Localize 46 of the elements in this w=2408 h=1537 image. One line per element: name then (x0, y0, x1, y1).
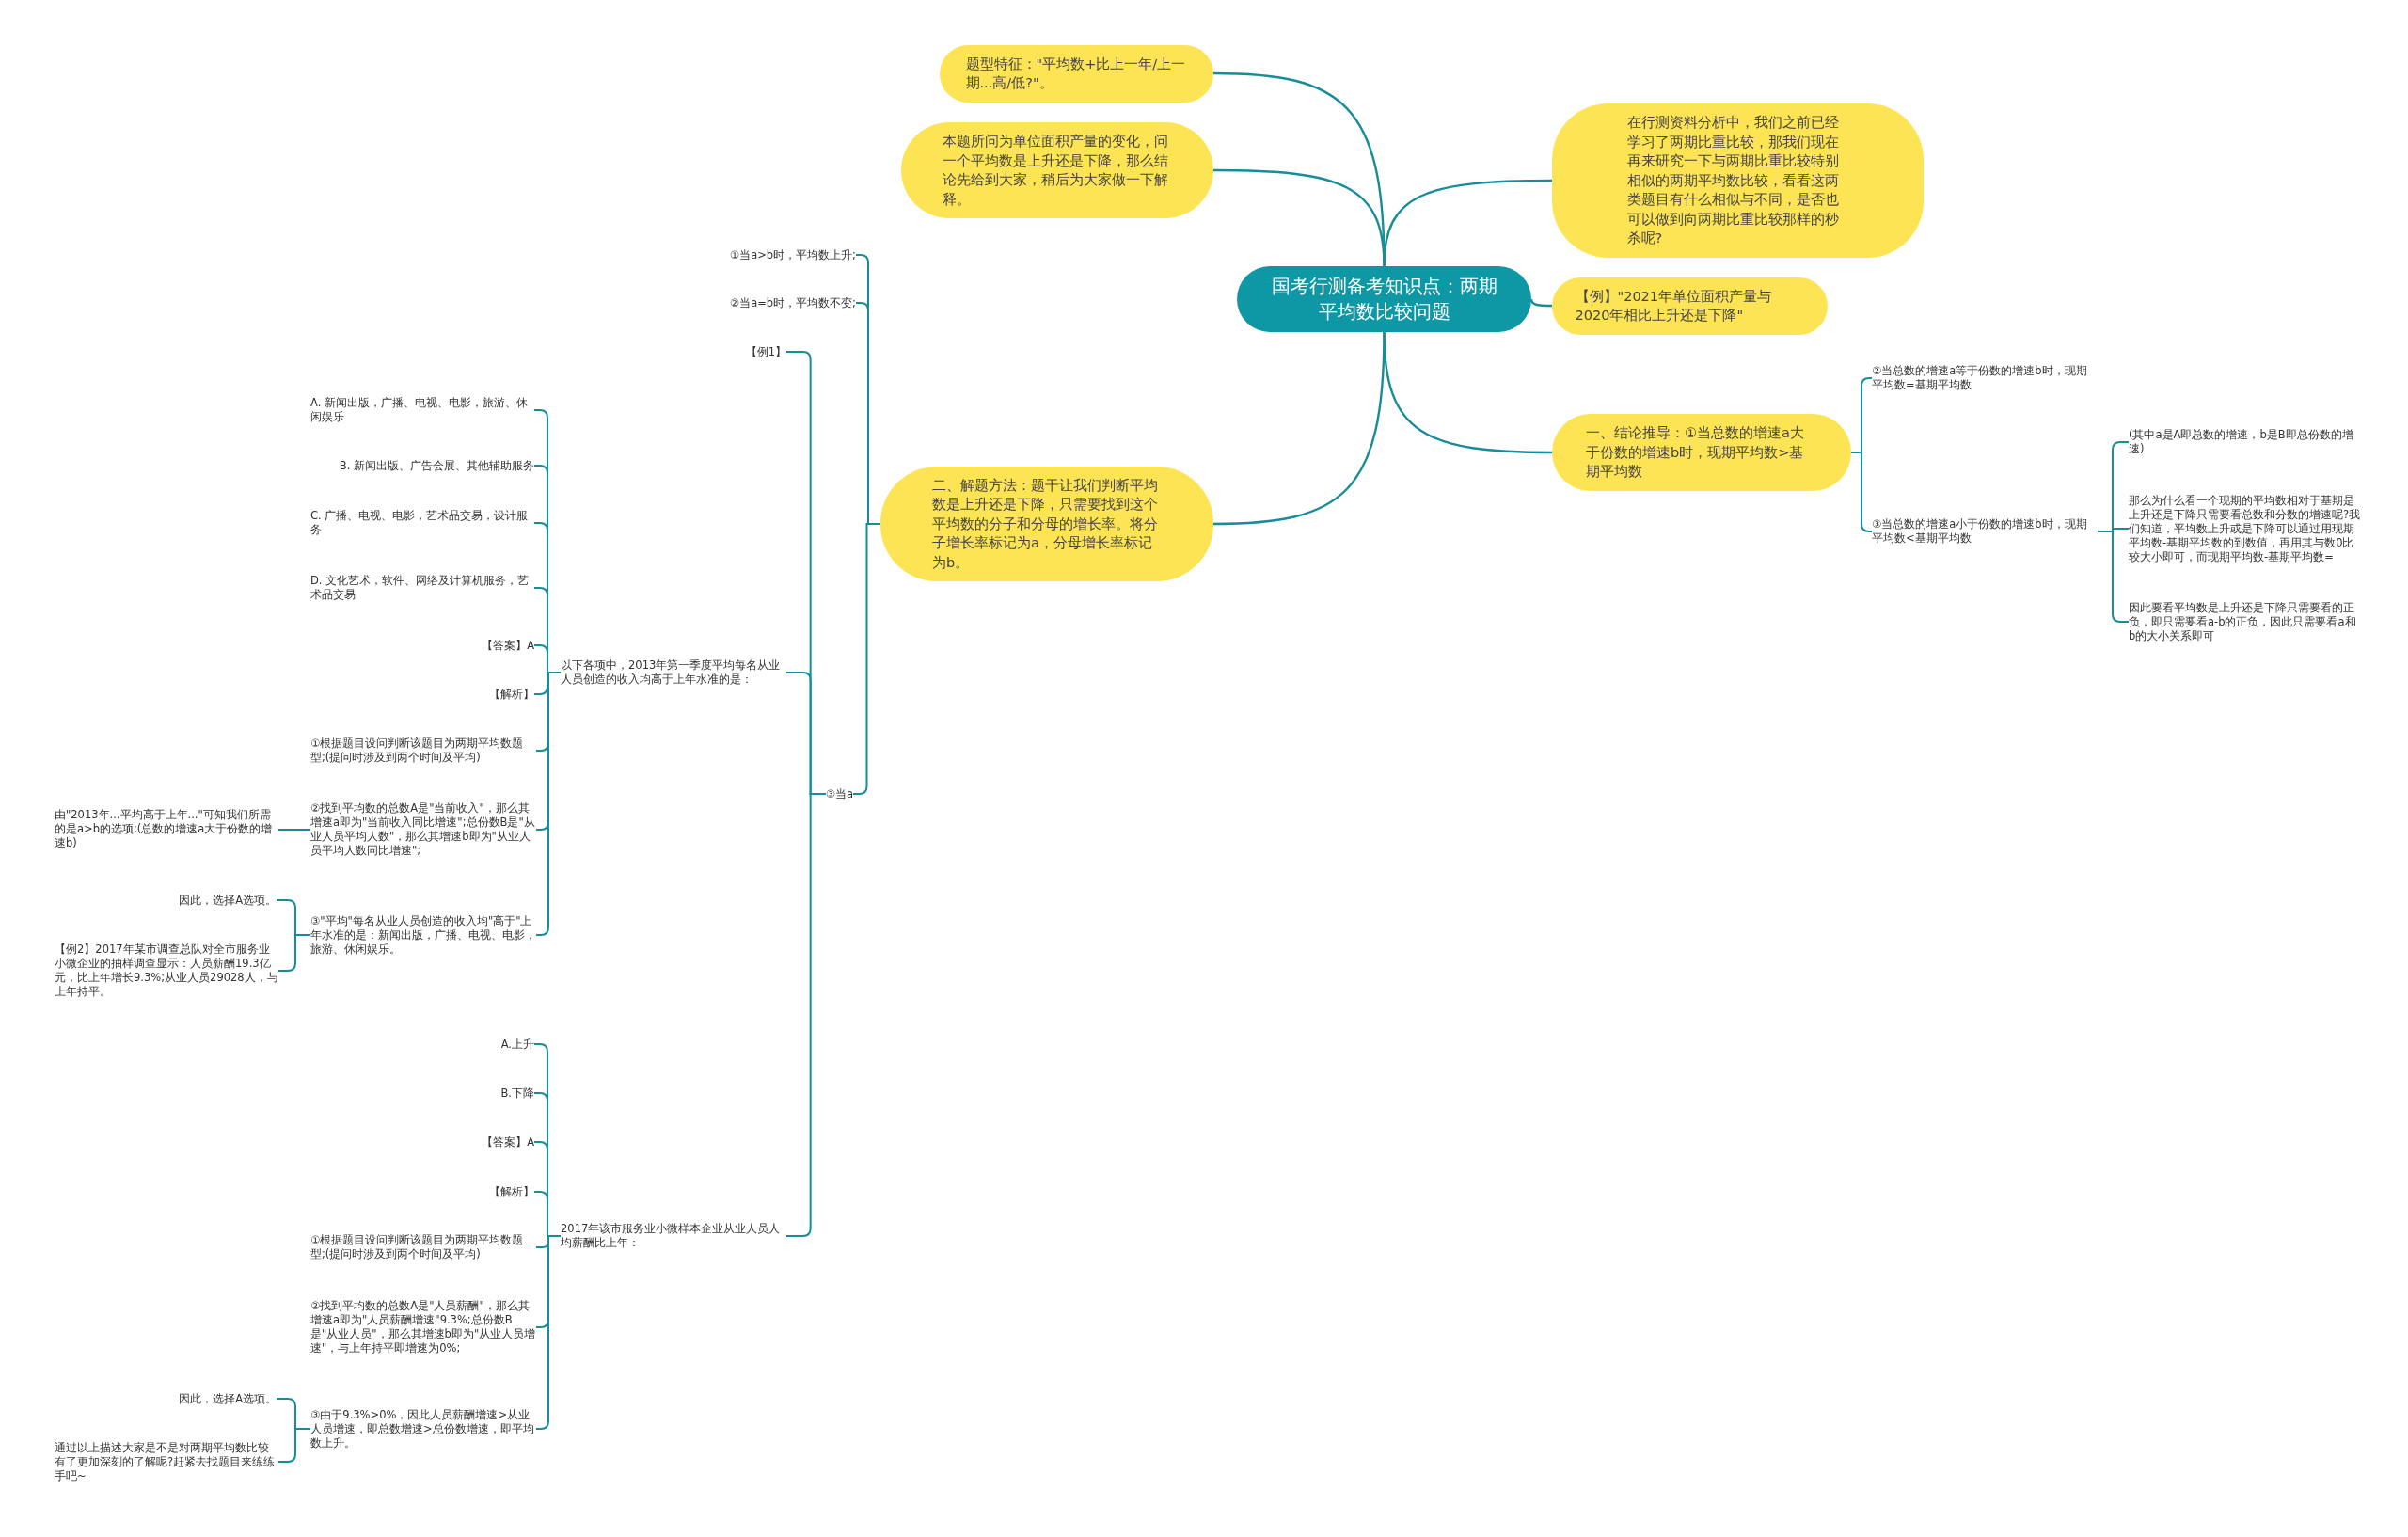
branch-text: 通过以上描述大家是不是对两期平均数比较有了更加深刻的了解呢?赶紧去找题目来练练手吧~ (55, 1440, 278, 1483)
topic-bubble: 二、解题方法：题干让我们判断平均数是上升还是下降，只需要找到这个平均数的分子和分母的增长率。将分子增长率标记为a，分母增长率标记为b。 (880, 466, 1213, 582)
branch-text: ①根据题目设问判断该题目为两期平均数题型;(提问时涉及到两个时间及平均) (310, 1233, 536, 1261)
branch-text: 因此，选择A选项。 (179, 1391, 277, 1406)
branch-text: 【答案】A (482, 638, 534, 653)
branch-text: (其中a是A即总数的增速，b是B即总份数的增速) (2129, 428, 2362, 456)
branch-text: B.下降 (500, 1085, 534, 1101)
branch-text: ③"平均"每名从业人员创造的收入均"高于"上年水准的是：新闻出版，广播、电视、电影，旅游、休闲娱乐。 (310, 913, 536, 957)
topic-bubble: 题型特征："平均数+比上一年/上一期...高/低?"。 (940, 44, 1213, 103)
branch-text: ③当总数的增速a小于份数的增速b时，现期平均数<基期平均数 (1872, 517, 2098, 546)
branch-text: A.上升 (500, 1037, 534, 1052)
branch-text: 【解析】 (489, 1184, 534, 1199)
branch-text: 因此，选择A选项。 (179, 893, 277, 908)
connector-line (852, 523, 881, 795)
connector-line (277, 1428, 311, 1463)
branch-text: ①当a>b时，平均数上升; (729, 247, 856, 262)
branch-text: A. 新闻出版，广播、电视、电影，旅游、休闲娱乐 (310, 396, 534, 424)
connector-line (277, 829, 311, 831)
topic-bubble: 【例】"2021年单位面积产量与2020年相比上升还是下降" (1552, 277, 1828, 335)
branch-text: 以下各项中，2013年第一季度平均每名从业人员创造的收入均高于上年水准的是： (561, 658, 786, 687)
topic-bubble: 在行测资料分析中，我们之前已经学习了两期比重比较，那我们现在再来研究一下与两期比重比较特别相似的两期平均数比较，看看这两类题目有什么相似与不同，是否也可以做到向两期比重比较那样的秒杀呢? (1552, 103, 1924, 258)
connector-line (1529, 298, 1552, 308)
branch-text: C. 广播、电视、电影，艺术品交易，设计服务 (310, 509, 534, 537)
branch-text: 【例2】2017年某市调查总队对全市服务业小微企业的抽样调查显示：人员薪酬19.3亿元，比上年增长9.3%;从业人员29028人，与上年持平。 (55, 943, 278, 999)
branch-text: ③当a (825, 786, 853, 801)
topic-bubble: 本题所问为单位面积产量的变化，问一个平均数是上升还是下降，那么结论先给到大家，稍后为大家做一下解释。 (901, 122, 1213, 218)
branch-text: D. 文化艺术，软件、网络及计算机服务，艺术品交易 (310, 574, 534, 602)
central-topic: 国考行测备考知识点：两期平均数比较问题 (1237, 266, 1531, 332)
connector-line (1383, 331, 1552, 454)
branch-text: 2017年该市服务业小微样本企业从业人员人均薪酬比上年： (561, 1222, 786, 1250)
branch-text: 【例1】 (745, 344, 786, 359)
branch-text: 由"2013年...平均高于上年..."可知我们所需的是a>b的选项;(总数的增速a大于份数的增速b) (55, 807, 278, 850)
branch-text: 那么为什么看一个现期的平均数相对于基期是上升还是下降只需要看总数和分数的增速呢?我们知道，平均数上升或是下降可以通过用现期平均数-基期平均数的到数值，再用其与数0比较大小即可，而现期平均数-基期平均数= (2129, 493, 2362, 564)
branch-text: ①根据题目设问判断该题目为两期平均数题型;(提问时涉及到两个时间及平均) (310, 737, 536, 765)
branch-text: ②当a=b时，平均数不变; (729, 295, 856, 310)
connector-line (277, 934, 311, 972)
branch-text: ②找到平均数的总数A是"当前收入"，那么其增速a即为"当前收入同比增速";总份数B是"从业人员平均人数"，那么其增速b即为"从业人员平均人数同比增速"; (310, 801, 536, 858)
branch-text: 【答案】A (482, 1134, 534, 1149)
topic-bubble: 一、结论推导：①当总数的增速a大于份数的增速b时，现期平均数>基期平均数 (1552, 414, 1851, 491)
connector-line (1383, 179, 1552, 267)
branch-text: B. 新闻出版、广告会展、其他辅助服务 (339, 458, 534, 473)
branch-text: 因此要看平均数是上升还是下降只需要看的正负，即只需要看a-b的正负，因此只需要看a和b的大小关系即可 (2129, 600, 2362, 643)
branch-text: ②找到平均数的总数A是"人员薪酬"，那么其增速a即为"人员薪酬增速"9.3%;总份数B是"从业人员"，那么其增速b即为"从业人员增速"，与上年持平即增速为0%; (310, 1299, 536, 1355)
branch-text: ③由于9.3%>0%，因此人员薪酬增速>从业人员增速，即总数增速>总份数增速，即平均数上升。 (310, 1407, 536, 1450)
branch-text: ②当总数的增速a等于份数的增速b时，现期平均数=基期平均数 (1872, 364, 2098, 392)
branch-text: 【解析】 (489, 687, 534, 702)
